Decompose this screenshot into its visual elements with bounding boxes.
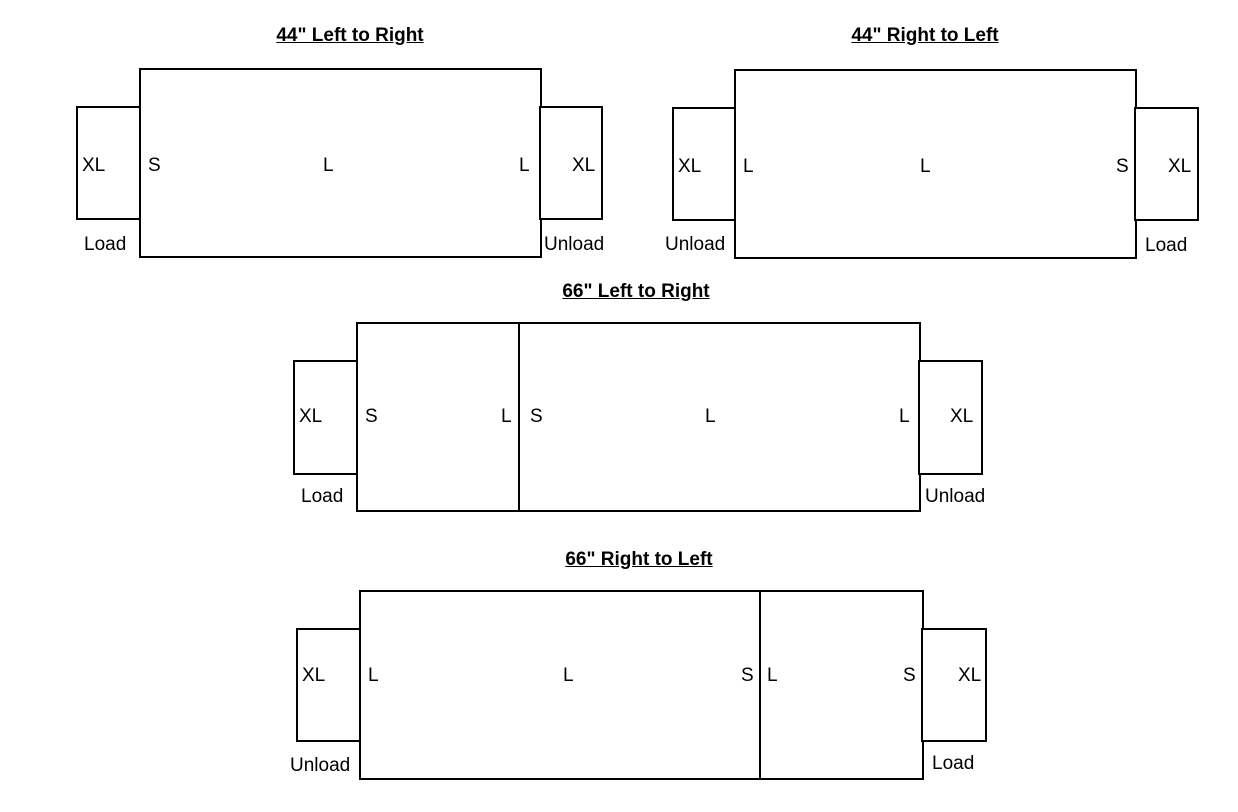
zone-center-label: L <box>323 155 334 176</box>
zone-right-label: L <box>519 155 530 176</box>
end-cap-label: XL <box>299 406 323 427</box>
zone-short-section: L S <box>759 590 924 780</box>
zone-center-label: L <box>920 156 931 177</box>
caption-load: Load <box>1145 235 1188 256</box>
caption-unload: Unload <box>544 234 605 255</box>
zone-right-label: L <box>899 406 910 427</box>
end-cap-label: XL <box>678 156 702 177</box>
end-cap-label: XL <box>1168 156 1192 177</box>
end-cap-right: XL <box>918 360 983 475</box>
zone-left-label: L <box>743 156 754 177</box>
end-cap-right: XL <box>921 628 987 742</box>
caption-unload: Unload <box>925 486 986 507</box>
caption-load: Load <box>84 234 127 255</box>
diagram-title: 44" Left to Right <box>276 25 424 46</box>
caption-load: Load <box>301 486 344 507</box>
zone-left-label: S <box>530 406 543 427</box>
zone-left-label: L <box>368 665 379 686</box>
end-cap-right: XL <box>1134 107 1199 221</box>
zone-short-section: S L <box>356 322 521 512</box>
zone-left-label: S <box>148 155 161 176</box>
zone-right-label: S <box>903 665 916 686</box>
end-cap-label: XL <box>302 665 326 686</box>
end-cap-label: XL <box>572 155 596 176</box>
end-cap-left: XL <box>672 107 738 221</box>
zone-long-section: S L L <box>518 322 921 512</box>
end-cap-right: XL <box>539 106 603 220</box>
zone-left-label: S <box>365 406 378 427</box>
main-zone: S L L <box>139 68 542 258</box>
zone-left-label: L <box>767 665 778 686</box>
diagram-title: 44" Right to Left <box>851 25 999 46</box>
zone-right-label: S <box>1116 156 1129 177</box>
caption-unload: Unload <box>290 755 351 776</box>
zone-long-section: L L S <box>359 590 762 780</box>
end-cap-label: XL <box>958 665 982 686</box>
zone-right-label: L <box>501 406 512 427</box>
end-cap-label: XL <box>950 406 974 427</box>
zone-right-label: S <box>741 665 754 686</box>
caption-load: Load <box>932 753 975 774</box>
end-cap-left: XL <box>76 106 142 220</box>
caption-unload: Unload <box>665 234 726 255</box>
diagram-title: 66" Right to Left <box>565 549 713 570</box>
end-cap-left: XL <box>293 360 359 475</box>
zone-center-label: L <box>705 406 716 427</box>
end-cap-left: XL <box>296 628 362 742</box>
diagram-title: 66" Left to Right <box>562 281 710 302</box>
zone-center-label: L <box>563 665 574 686</box>
end-cap-label: XL <box>82 155 106 176</box>
main-zone: L L S <box>734 69 1137 259</box>
